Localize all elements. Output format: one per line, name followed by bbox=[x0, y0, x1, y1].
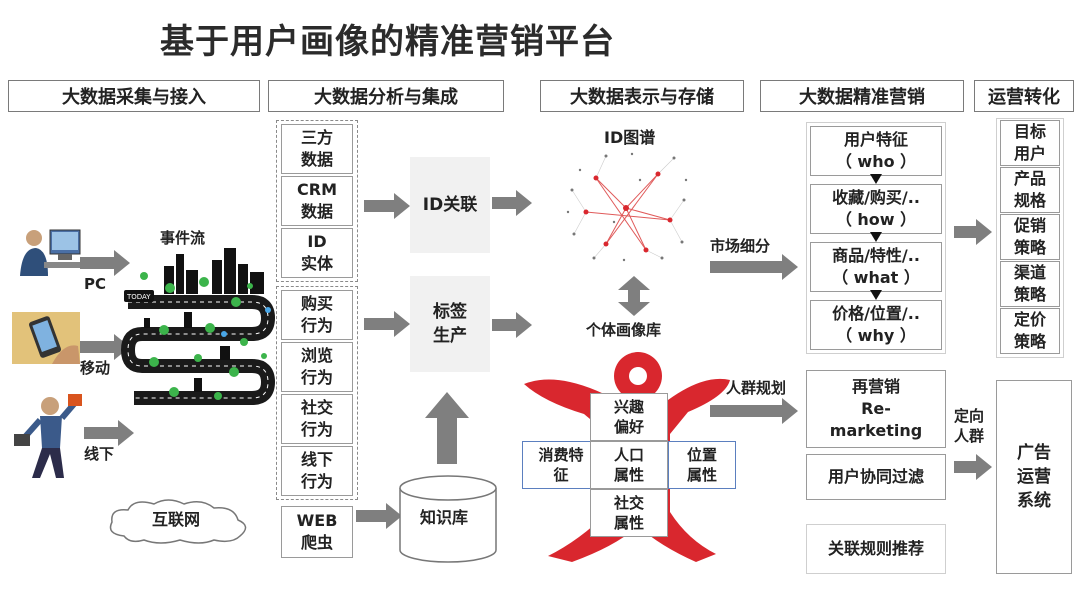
id-graph-label: ID图谱 bbox=[604, 128, 656, 147]
id-graph-network-illustration bbox=[566, 152, 688, 262]
internet-label: 互联网 bbox=[152, 510, 201, 529]
web-crawler-box: WEB 爬虫 bbox=[281, 506, 353, 558]
header-conversion: 运营转化 bbox=[974, 80, 1074, 112]
association-rule-recommendation-box: 关联规则推荐 bbox=[806, 524, 946, 574]
offline-label: 线下 bbox=[84, 445, 115, 463]
knowledge-base-label: 知识库 bbox=[420, 508, 469, 527]
arrow-down-2 bbox=[870, 232, 882, 242]
event-flow-timeline-illustration: TODAY bbox=[120, 248, 276, 405]
third-party-data-box: 三方 数据 bbox=[281, 124, 353, 174]
double-arrow-graph-profile bbox=[618, 276, 650, 316]
channel-strategy-box: 渠道 策略 bbox=[1000, 261, 1060, 307]
ad-operation-system-box: 广告 运营 系统 bbox=[996, 380, 1072, 574]
arrow-knowledge-to-tag bbox=[425, 392, 469, 464]
id-link-block: ID关联 bbox=[410, 157, 490, 253]
demographic-attribute-box: 人口 属性 bbox=[590, 441, 668, 489]
offline-behavior-box: 线下 行为 bbox=[281, 446, 353, 496]
arrow-to-tag-production bbox=[364, 311, 410, 337]
purchase-behavior-box: 购买 行为 bbox=[281, 290, 353, 340]
arrow-to-id-link bbox=[364, 193, 410, 219]
header-precision-marketing: 大数据精准营销 bbox=[760, 80, 964, 112]
mobile-label: 移动 bbox=[80, 359, 111, 377]
user-feature-how-box: 收藏/购买/.. （ how ） bbox=[810, 184, 942, 234]
mobile-phone-icon bbox=[12, 312, 80, 364]
crowd-planning-label: 人群规划 bbox=[726, 379, 787, 397]
arrow-mobile bbox=[80, 334, 130, 360]
pricing-strategy-box: 定价 策略 bbox=[1000, 308, 1060, 354]
profile-db-label: 个体画像库 bbox=[586, 321, 662, 339]
interest-preference-box: 兴趣 偏好 bbox=[590, 393, 668, 441]
user-feature-panel bbox=[806, 122, 946, 354]
arrow-to-conversion bbox=[954, 219, 992, 245]
page-title: 基于用户画像的精准营销平台 bbox=[160, 22, 615, 62]
product-spec-box: 产品 规格 bbox=[1000, 167, 1060, 213]
header-data-analysis: 大数据分析与集成 bbox=[268, 80, 504, 112]
targeting-crowd-label: 定向 人群 bbox=[954, 407, 985, 445]
arrow-pc bbox=[80, 250, 130, 276]
user-feature-who-box: 用户特征 （ who ） bbox=[810, 126, 942, 176]
arrow-market-segmentation bbox=[710, 254, 798, 280]
arrow-to-ad-system bbox=[954, 454, 992, 480]
location-attribute-box: 位置 属性 bbox=[668, 441, 736, 489]
tag-production-block: 标签 生产 bbox=[410, 276, 490, 372]
behavior-data-group bbox=[276, 286, 358, 500]
external-data-group bbox=[276, 120, 358, 282]
social-attribute-box: 社交 属性 bbox=[590, 489, 668, 537]
arrow-id-to-graph bbox=[492, 190, 532, 216]
user-feature-why-box: 价格/位置/.. （ why ） bbox=[810, 300, 942, 350]
market-segmentation-label: 市场细分 bbox=[710, 237, 771, 255]
remarketing-box: 再营销 Re- marketing bbox=[806, 370, 946, 448]
header-data-collection: 大数据采集与接入 bbox=[8, 80, 260, 112]
arrow-down-1 bbox=[870, 174, 882, 184]
user-collaborative-filtering-box: 用户协同过滤 bbox=[806, 454, 946, 500]
header-data-storage: 大数据表示与存储 bbox=[540, 80, 744, 112]
knowledge-base-cylinder bbox=[399, 475, 497, 563]
arrow-offline bbox=[84, 420, 134, 446]
arrow-to-knowledge-base bbox=[356, 503, 402, 529]
conversion-panel bbox=[996, 118, 1064, 358]
internet-cloud-shape bbox=[109, 499, 247, 544]
arrow-tag-to-profile bbox=[492, 312, 532, 338]
user-feature-what-box: 商品/特性/.. （ what ） bbox=[810, 242, 942, 292]
pc-label: PC bbox=[84, 275, 107, 293]
today-badge: TODAY bbox=[126, 293, 151, 301]
promotion-strategy-box: 促销 策略 bbox=[1000, 214, 1060, 260]
browse-behavior-box: 浏览 行为 bbox=[281, 342, 353, 392]
arrow-crowd-planning bbox=[710, 398, 798, 424]
target-user-box: 目标 用户 bbox=[1000, 120, 1060, 166]
social-behavior-box: 社交 行为 bbox=[281, 394, 353, 444]
consumption-feature-box: 消费特 征 bbox=[522, 441, 600, 489]
event-flow-label: 事件流 bbox=[160, 229, 206, 247]
id-entity-box: ID 实体 bbox=[281, 228, 353, 278]
crm-data-box: CRM 数据 bbox=[281, 176, 353, 226]
arrow-down-3 bbox=[870, 290, 882, 300]
pc-user-icon bbox=[20, 229, 81, 276]
offline-businessman-icon bbox=[14, 394, 82, 478]
